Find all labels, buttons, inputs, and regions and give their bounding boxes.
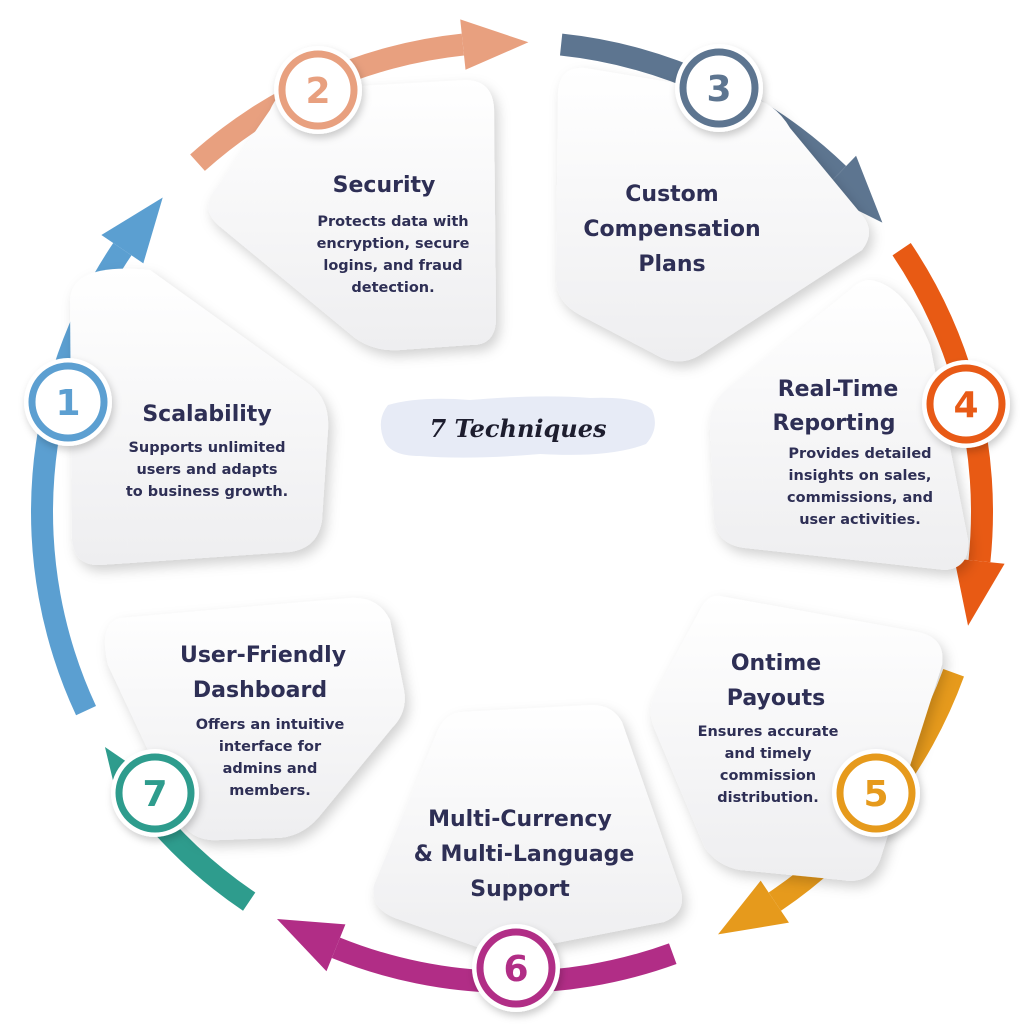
step-4-desc-line: insights on sales, xyxy=(789,468,932,484)
step-4-number: 4 xyxy=(953,385,978,426)
ring-segment-6 xyxy=(331,937,677,993)
step-6-title-line: Multi-Currency xyxy=(428,807,612,832)
step-card-2 xyxy=(208,80,496,351)
step-1-desc-line: to business growth. xyxy=(126,484,288,500)
step-2-number: 2 xyxy=(305,71,330,112)
step-4-desc-line: Provides detailed xyxy=(788,446,931,462)
step-text-5: Ontime Payouts Ensures accurate and time… xyxy=(698,651,839,806)
step-1-desc-line: users and adapts xyxy=(136,462,277,478)
step-6-number: 6 xyxy=(503,949,528,990)
step-badge-3: 3 xyxy=(675,44,763,132)
step-5-desc-line: distribution. xyxy=(717,790,818,806)
step-3-title-line: Compensation xyxy=(583,217,760,242)
center-title: 7 Techniques xyxy=(429,414,607,443)
step-6-title-line: Support xyxy=(470,877,570,902)
step-text-6: Multi-Currency & Multi-Language Support xyxy=(414,807,635,902)
ring-arrowhead-5 xyxy=(718,880,789,935)
step-badge-5: 5 xyxy=(832,749,920,837)
step-2-desc-line: detection. xyxy=(351,280,434,296)
step-2-desc-line: encryption, secure xyxy=(317,236,470,252)
step-3-number: 3 xyxy=(706,69,731,110)
step-badge-4: 4 xyxy=(922,360,1010,448)
badge-ring-6 xyxy=(476,928,556,1008)
step-7-title-line: User-Friendly xyxy=(180,643,346,668)
step-7-desc-line: members. xyxy=(229,783,311,799)
step-3-title-line: Plans xyxy=(638,252,705,277)
step-4-title-line: Real-Time xyxy=(778,377,899,402)
ring-arrowhead-1 xyxy=(101,197,163,264)
step-text-2: Security Protects data with encryption, … xyxy=(317,173,470,296)
step-5-title-line: Ontime xyxy=(731,651,821,676)
step-1-desc-line: Supports unlimited xyxy=(128,440,285,456)
step-4-title-line: Reporting xyxy=(772,411,895,436)
step-7-desc-line: Offers an intuitive xyxy=(196,717,345,733)
step-card-4 xyxy=(709,280,969,570)
step-5-desc-line: and timely xyxy=(725,746,812,762)
step-5-desc-line: Ensures accurate xyxy=(698,724,839,740)
step-text-1: Scalability Supports unlimited users and… xyxy=(126,402,288,500)
step-5-title-line: Payouts xyxy=(727,686,825,711)
step-text-3: Custom Compensation Plans xyxy=(583,182,760,277)
step-3-title-line: Custom xyxy=(625,182,718,207)
step-badge-7: 7 xyxy=(111,749,199,837)
badge-ring-7 xyxy=(115,753,195,833)
step-text-7: User-Friendly Dashboard Offers an intuit… xyxy=(180,643,346,799)
step-1-number: 1 xyxy=(55,383,80,424)
step-badge-2: 2 xyxy=(274,46,362,134)
step-5-number: 5 xyxy=(863,774,888,815)
badge-ring-4 xyxy=(926,364,1006,444)
step-2-desc-line: Protects data with xyxy=(317,214,468,230)
step-7-number: 7 xyxy=(142,774,167,815)
step-1-title: Scalability xyxy=(142,402,271,427)
step-5-desc-line: commission xyxy=(720,768,816,784)
ring-arrowhead-6 xyxy=(277,919,346,972)
step-card-6 xyxy=(373,704,682,952)
ring-arrowhead-4 xyxy=(954,558,1005,626)
ring-segment-5 xyxy=(768,668,964,911)
badge-ring-5 xyxy=(836,753,916,833)
cycle-ring xyxy=(30,19,1005,993)
step-card-1 xyxy=(70,268,329,566)
step-2-desc-line: logins, and fraud xyxy=(323,258,462,274)
step-7-title-line: Dashboard xyxy=(193,678,327,703)
step-7-desc-line: interface for xyxy=(219,739,322,755)
step-4-desc-line: commissions, and xyxy=(787,490,933,506)
ring-arrowhead-2 xyxy=(460,19,529,70)
badge-ring-2 xyxy=(278,50,358,130)
badge-ring-3 xyxy=(679,48,759,128)
step-card-3 xyxy=(556,67,869,362)
badge-ring-1 xyxy=(28,362,108,442)
step-badge-1: 1 xyxy=(24,358,112,446)
center-title-badge: 7 Techniques xyxy=(380,396,655,458)
ring-segment-2 xyxy=(190,33,465,171)
step-2-title: Security xyxy=(333,173,436,198)
ring-arrowhead-3 xyxy=(820,155,883,223)
step-badge-6: 6 xyxy=(472,924,560,1012)
step-7-desc-line: admins and xyxy=(223,761,318,777)
step-text-4: Real-Time Reporting Provides detailed in… xyxy=(772,377,932,528)
step-6-title-line: & Multi-Language xyxy=(414,842,635,867)
step-4-desc-line: user activities. xyxy=(799,512,921,528)
